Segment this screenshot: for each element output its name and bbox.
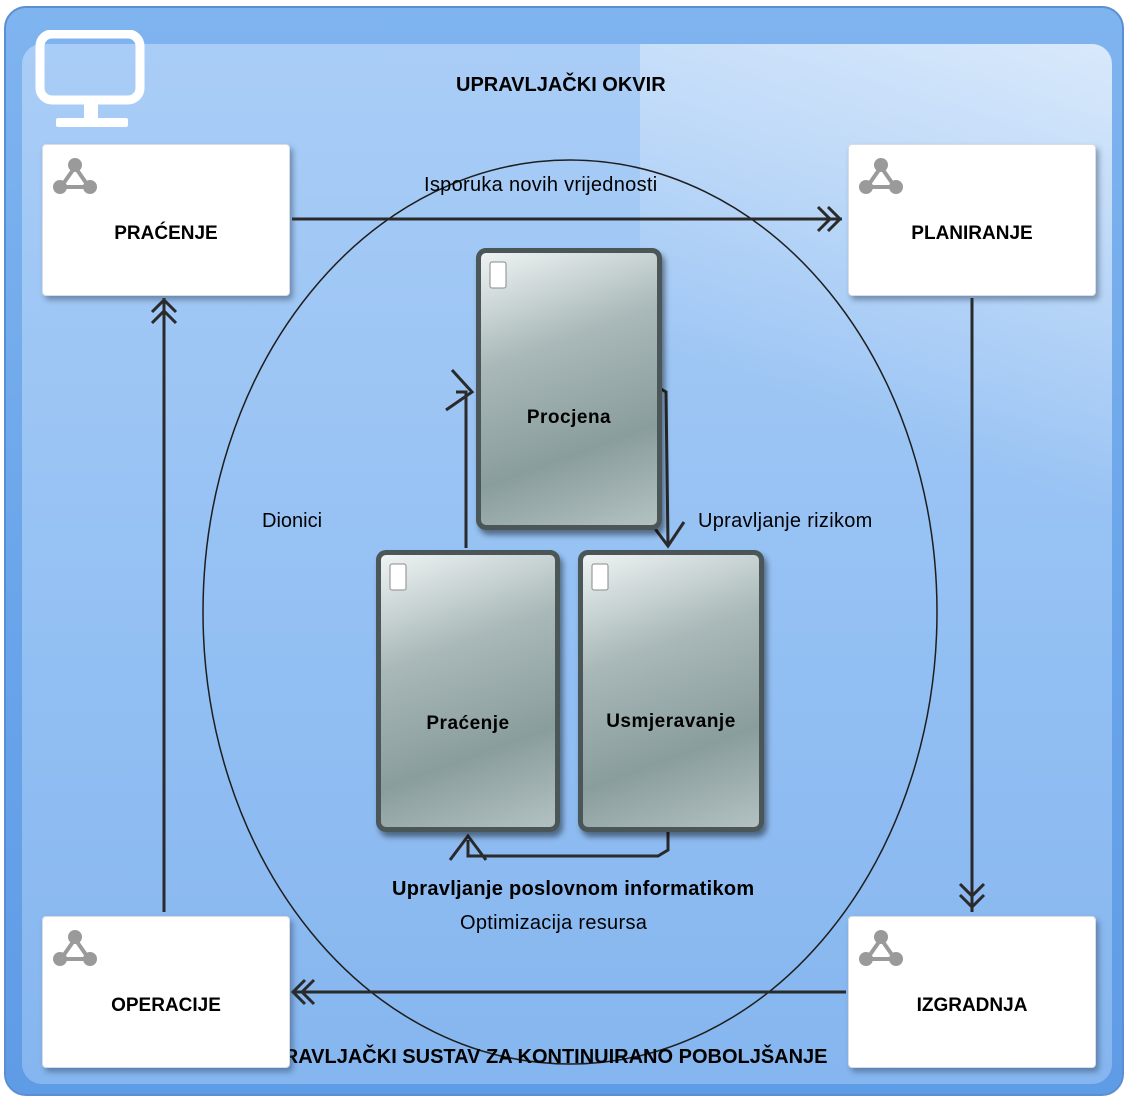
stage-label: IZGRADNJA: [916, 995, 1028, 1016]
monitor-icon: [35, 30, 145, 127]
arrow-usmjeravanje-pracenje: [466, 832, 670, 858]
stakeholder-ellipse: [202, 159, 938, 1065]
stage-planiranje[interactable]: PLANIRANJE: [848, 144, 1096, 296]
label-optimizacija-resursa: Optimizacija resursa: [460, 912, 648, 934]
arrow-pracenje-procjena: [456, 390, 468, 548]
stakeholder-icon: [53, 158, 97, 194]
process-label: Procjena: [526, 407, 612, 428]
label-upravljanje-poslovnom: Upravljanje poslovnom informatikom: [392, 878, 755, 900]
process-label: Usmjeravanje: [606, 711, 736, 732]
process-procjena[interactable]: Procjena: [476, 248, 662, 530]
document-icon: [591, 563, 609, 591]
stage-label: OPERACIJE: [111, 995, 221, 1016]
stage-operacije[interactable]: OPERACIJE: [42, 916, 290, 1068]
stage-izgradnja[interactable]: IZGRADNJA: [848, 916, 1096, 1068]
label-upravljanje-rizikom: Upravljanje rizikom: [698, 510, 873, 532]
process-usmjeravanje[interactable]: Usmjeravanje: [578, 550, 764, 832]
stage-label: PRAĆENJE: [114, 223, 218, 244]
process-label: Praćenje: [426, 713, 510, 734]
stakeholder-icon: [859, 930, 903, 966]
diagram-footer: UPRAVLJAČKI SUSTAV ZA KONTINUIRANO POBOL…: [256, 1046, 828, 1068]
label-isporuka: Isporuka novih vrijednosti: [424, 174, 658, 196]
stage-label: PLANIRANJE: [911, 223, 1033, 244]
document-icon: [389, 563, 407, 591]
label-dionici: Dionici: [262, 510, 323, 532]
diagram-title: UPRAVLJAČKI OKVIR: [456, 74, 666, 96]
process-pracenje[interactable]: Praćenje: [376, 550, 560, 832]
stakeholder-icon: [53, 930, 97, 966]
stage-pracenje[interactable]: PRAĆENJE: [42, 144, 290, 296]
document-icon: [489, 261, 507, 289]
stakeholder-icon: [859, 158, 903, 194]
